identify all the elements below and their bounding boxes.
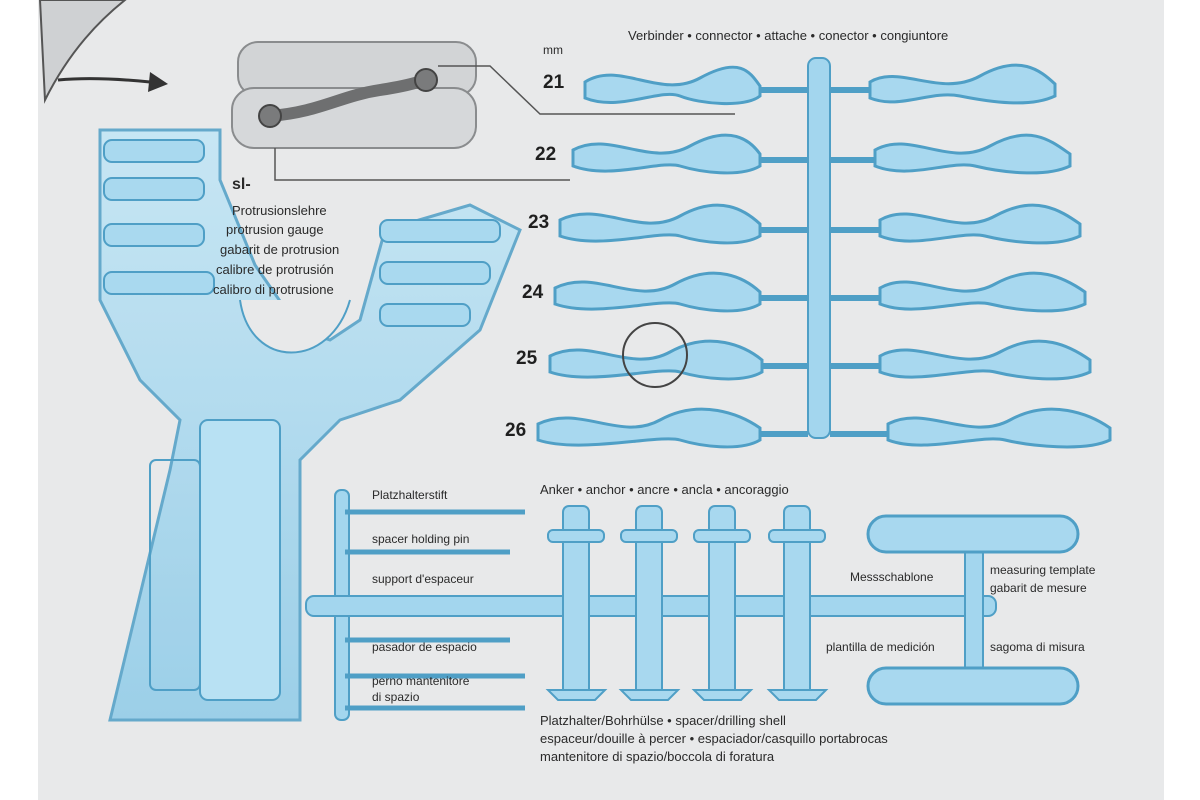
anchor-label: Anker • anchor • ancre • ancla • ancorag… (540, 482, 789, 497)
measuring-de: Messschablone (850, 570, 934, 584)
spacer-shell-line-1: Platzhalter/Bohrhülse • spacer/drilling … (540, 713, 786, 728)
size-26: 26 (505, 420, 527, 441)
protrusion-line-es: calibre de protrusión (216, 262, 334, 277)
connector-label: Verbinder • connector • attache • conect… (628, 28, 949, 43)
spacer-pin-de: Platzhalterstift (372, 488, 448, 502)
protrusion-line-fr: gabarit de protrusion (220, 242, 340, 257)
spacer-pin-it-2: di spazio (372, 690, 420, 704)
protrusion-line-it: calibro di protrusione (213, 282, 334, 297)
measuring-en: measuring template (990, 563, 1096, 577)
anchor-sprue (305, 489, 1080, 721)
spacer-pin-it-1: perno mantenitore (372, 674, 470, 688)
protrusion-line-en: protrusion gauge (226, 222, 324, 237)
measuring-it: sagoma di misura (990, 640, 1085, 654)
measuring-es: plantilla de medición (826, 640, 935, 654)
unit-label: mm (543, 43, 563, 57)
protrusion-gauge (98, 128, 522, 722)
size-22: 22 (535, 144, 557, 165)
spacer-pin-es: pasador de espacio (372, 640, 477, 654)
protrusion-prefix: sl- (232, 176, 251, 193)
corner-arrow-icon (38, 0, 168, 104)
spacer-pin-en: spacer holding pin (372, 532, 470, 546)
size-25: 25 (516, 348, 538, 369)
size-23: 23 (528, 212, 550, 233)
protrusion-line-de: Protrusionslehre (232, 203, 327, 218)
teeth-diagram (231, 41, 735, 181)
spacer-shell-line-2: espaceur/douille à percer • espaciador/c… (540, 731, 888, 746)
connector-sprue (536, 57, 1112, 449)
size-21: 21 (543, 72, 565, 93)
spacer-shell-line-3: mantenitore di spazio/boccola di foratur… (540, 749, 775, 764)
measuring-fr: gabarit de mesure (990, 581, 1087, 595)
spacer-pin-fr: support d'espaceur (372, 572, 474, 586)
size-24: 24 (522, 282, 544, 303)
